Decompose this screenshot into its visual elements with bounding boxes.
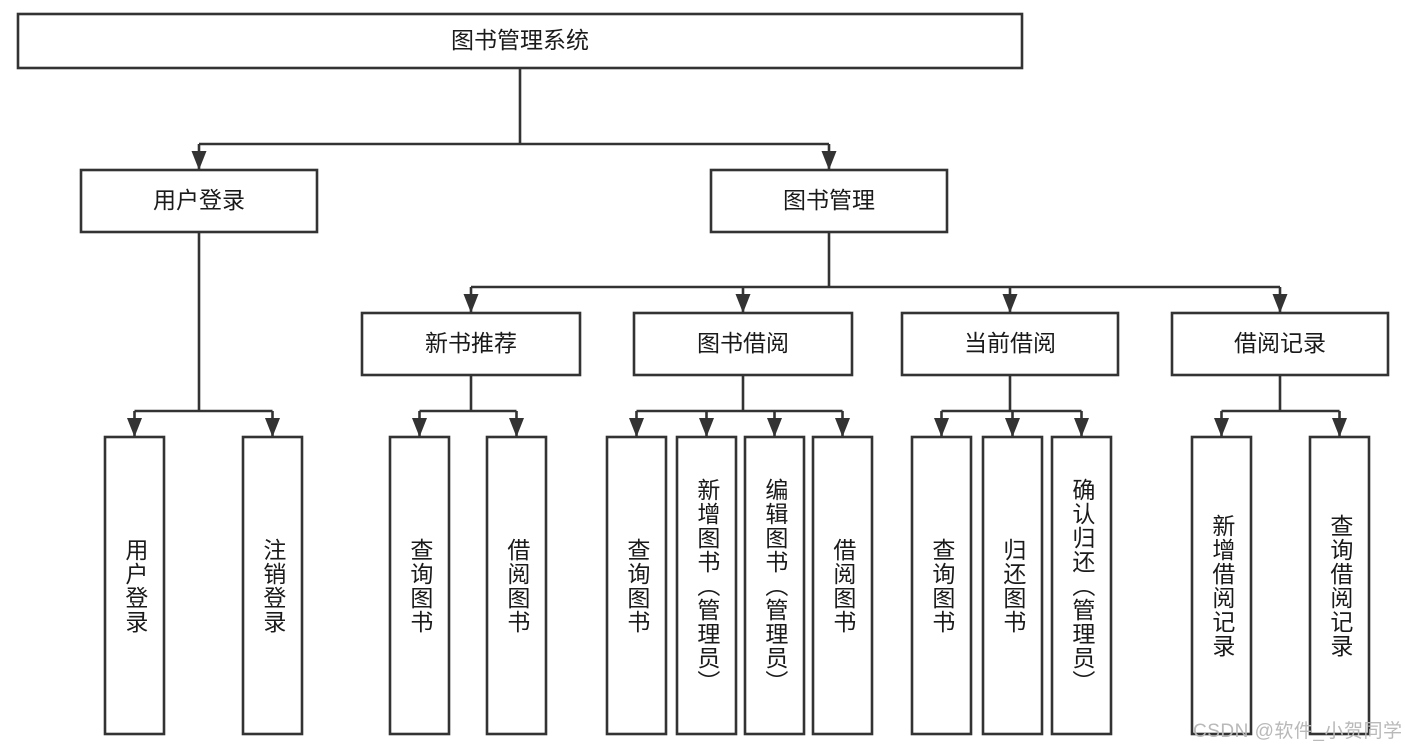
arrow-head-icon [1272, 294, 1288, 313]
node-box-leaf-confirm-return [1050, 435, 1113, 736]
arrow-head-icon [127, 418, 142, 437]
node-box-leaf-user-logout [241, 435, 304, 736]
node-label-new-book-recommend: 新书推荐 [425, 330, 517, 356]
node-box-leaf-borrow-book-2 [811, 435, 874, 736]
node-label-book-borrow: 图书借阅 [697, 330, 789, 356]
arrow-head-icon [835, 418, 850, 437]
node-box-leaf-query-book-2 [605, 435, 668, 736]
arrow-head-icon [1214, 418, 1229, 437]
node-box-leaf-query-book-1 [388, 435, 451, 736]
node-box-leaf-add-book [675, 435, 738, 736]
node-box-leaf-query-record [1308, 435, 1371, 736]
node-box-leaf-return-book [981, 435, 1044, 736]
arrow-head-icon [735, 294, 751, 313]
node-box-root [16, 12, 1024, 70]
arrow-head-icon [1002, 294, 1018, 313]
node-label-book-manage: 图书管理 [783, 187, 875, 213]
node-box-borrow-record [1170, 311, 1390, 377]
arrow-head-icon [191, 151, 207, 170]
arrow-head-icon [821, 151, 837, 170]
node-box-book-borrow [632, 311, 854, 377]
arrow-head-icon [767, 418, 782, 437]
node-label-user-login: 用户登录 [153, 187, 245, 213]
arrow-head-icon [412, 418, 427, 437]
arrow-head-icon [1005, 418, 1020, 437]
node-box-leaf-borrow-book-1 [485, 435, 548, 736]
node-box-leaf-add-record [1190, 435, 1253, 736]
node-label-root: 图书管理系统 [451, 27, 589, 53]
node-box-new-book-recommend [360, 311, 582, 377]
arrow-head-icon [699, 418, 714, 437]
arrow-head-icon [463, 294, 479, 313]
node-box-leaf-user-login [103, 435, 166, 736]
arrow-head-icon [1074, 418, 1089, 437]
node-label-borrow-record: 借阅记录 [1234, 330, 1326, 356]
watermark-text: CSDN @软件_小贺同学 [1193, 721, 1403, 742]
arrow-head-icon [629, 418, 644, 437]
node-box-user-login [79, 168, 319, 234]
node-box-leaf-edit-book [743, 435, 806, 736]
boxes-layer [16, 12, 1390, 736]
arrow-head-icon [934, 418, 949, 437]
node-box-leaf-query-book-3 [910, 435, 973, 736]
arrow-head-icon [509, 418, 524, 437]
arrow-head-icon [1332, 418, 1347, 437]
node-label-current-borrow: 当前借阅 [964, 330, 1056, 356]
node-box-book-manage [709, 168, 949, 234]
node-box-current-borrow [900, 311, 1120, 377]
arrow-head-icon [265, 418, 280, 437]
edges-layer [127, 68, 1347, 437]
